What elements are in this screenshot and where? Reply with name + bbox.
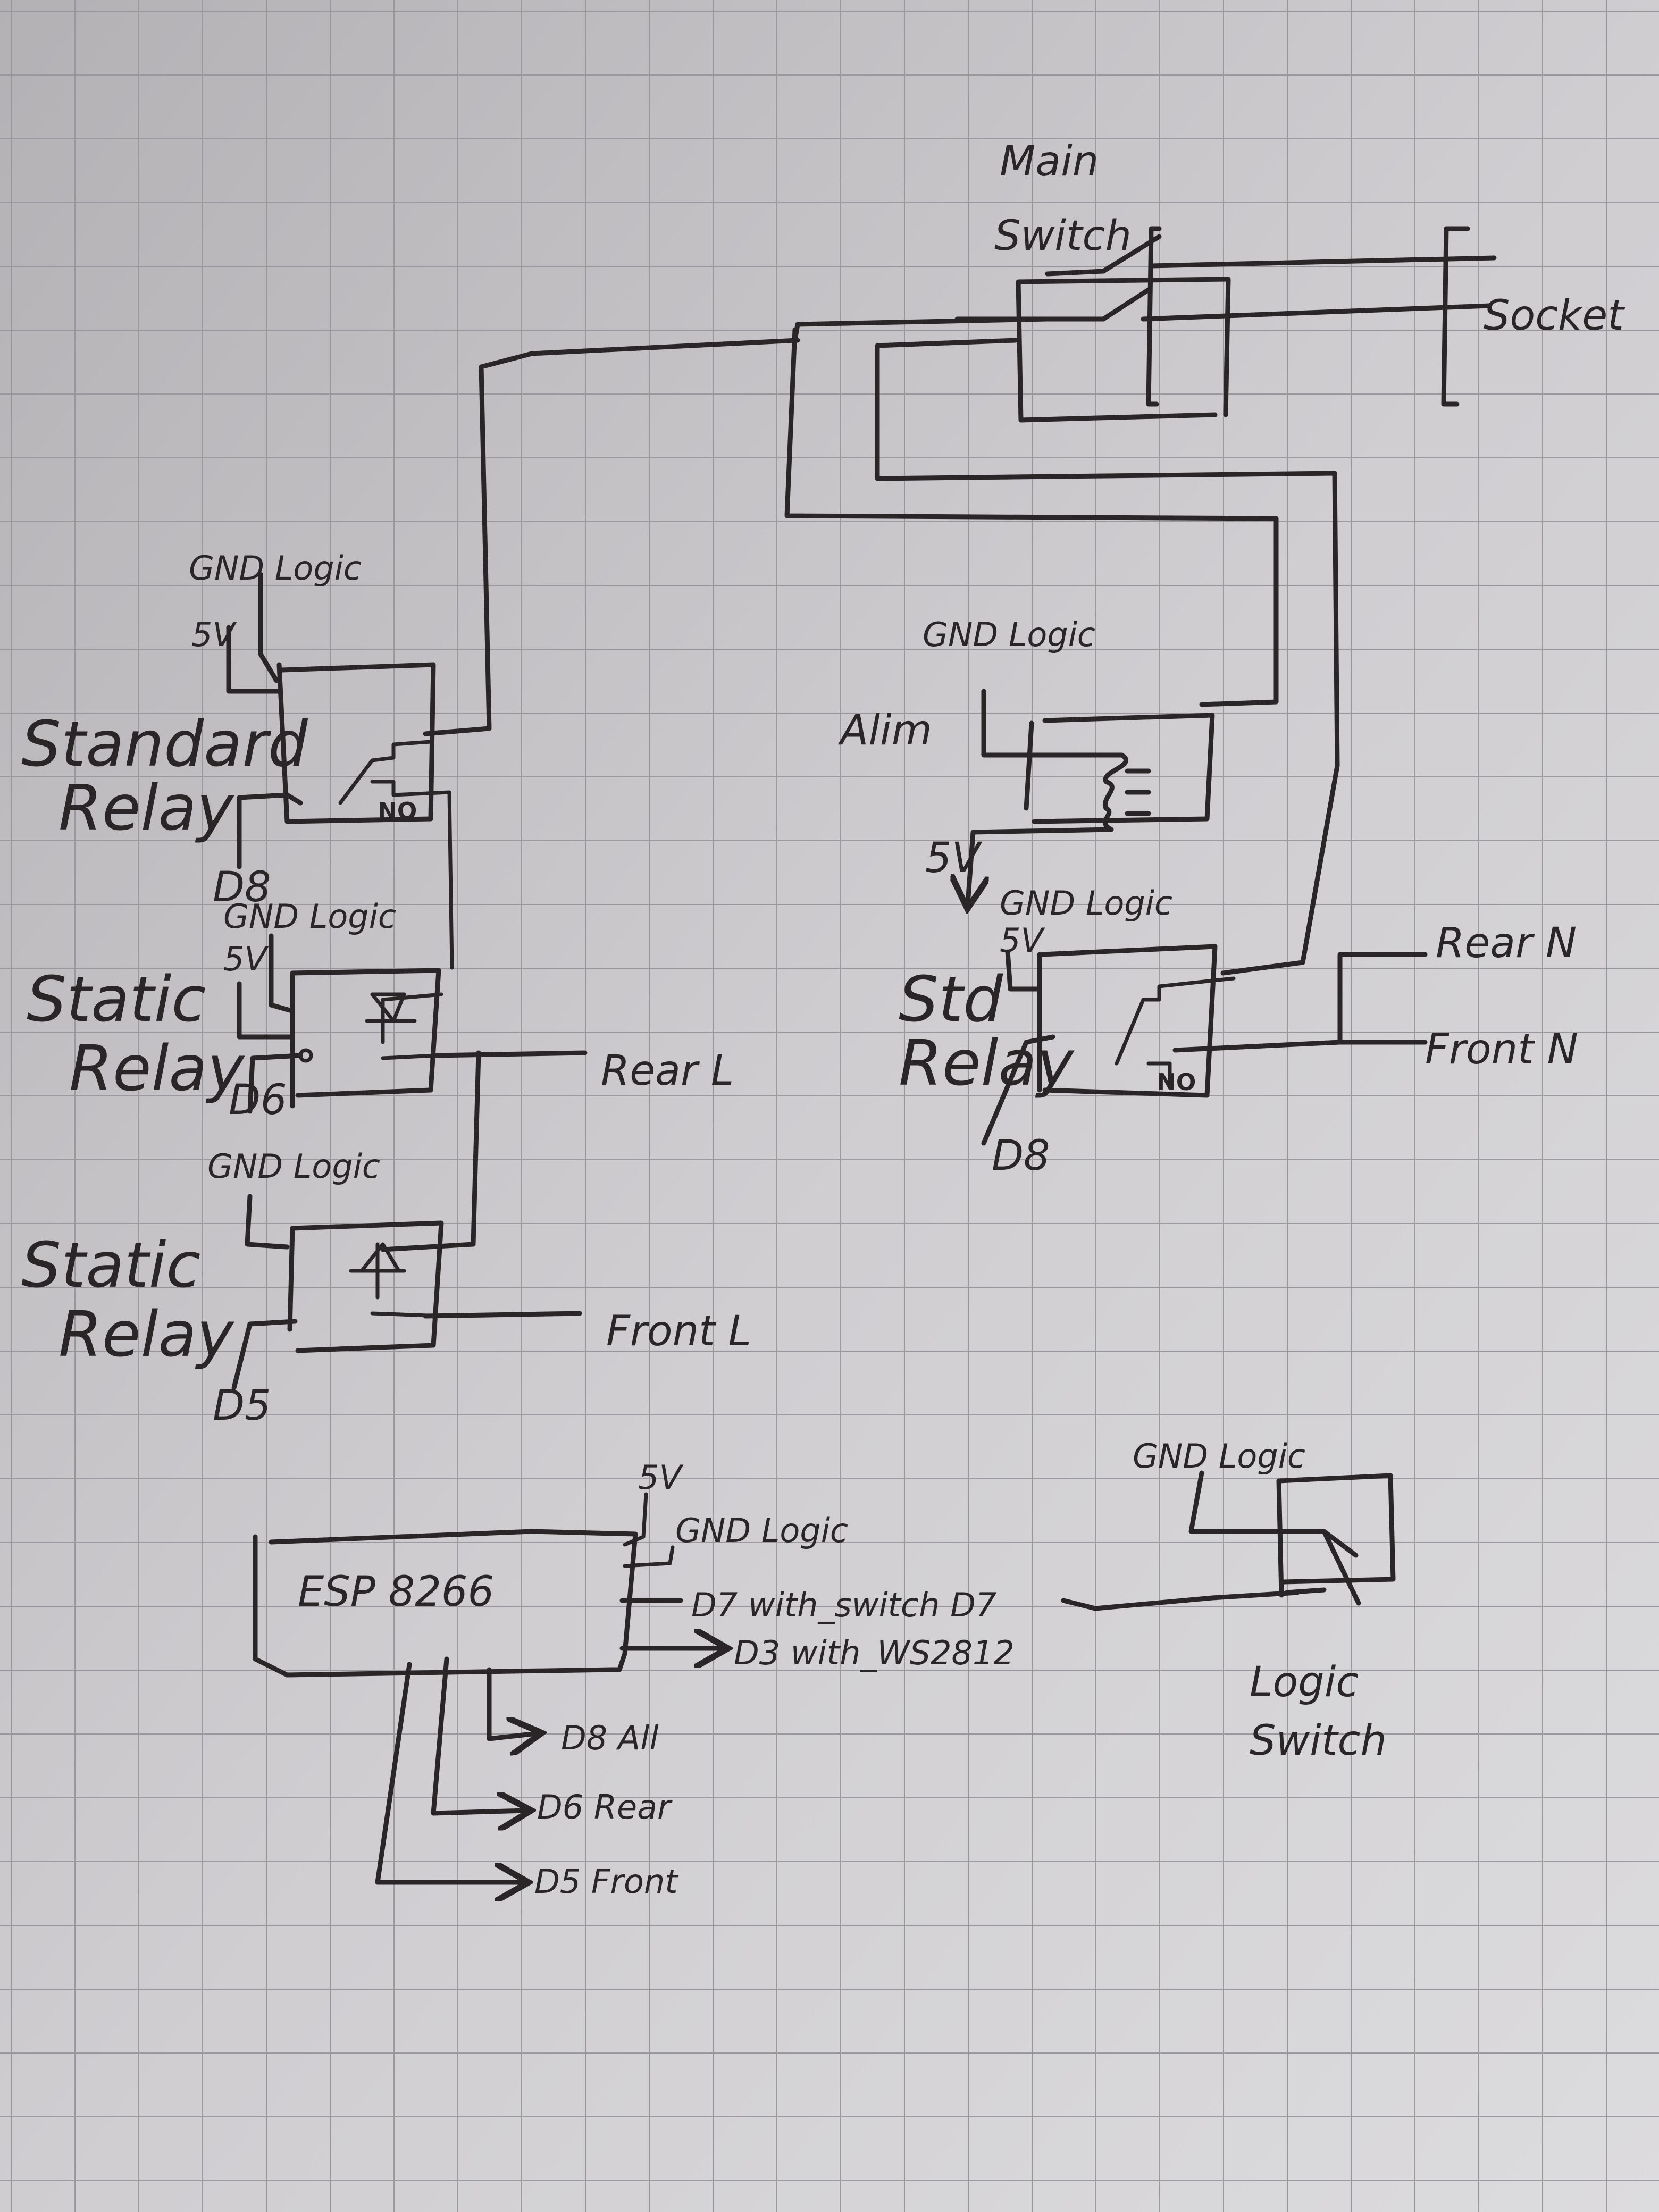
standard-relay-label-2: Relay [58, 771, 235, 844]
socket: Socket [1146, 226, 1625, 407]
std-relay-no-label: NO [1157, 1069, 1196, 1096]
std-relay-d8-label: D8 [992, 1132, 1050, 1180]
std-relay-signal-pin [981, 1034, 1055, 1146]
triac-icon [349, 1242, 443, 1318]
std-relay-gnd-label: GND Logic [1000, 884, 1172, 923]
standard-relay: GND Logic 5V Standard Relay NO D8 [21, 549, 454, 970]
standard-relay-no-label: NO [378, 798, 417, 825]
static-rear-d6-label: D6 [229, 1076, 287, 1124]
static-rear-label-2: Relay [69, 1032, 246, 1105]
esp-gnd-label: GND Logic [675, 1511, 848, 1550]
wire-rear-l [433, 1050, 588, 1058]
standard-relay-label-1: Standard [21, 707, 308, 781]
static-front-d5-label: D5 [213, 1382, 271, 1430]
main-switch: Main Switch [954, 138, 1497, 423]
esp-d5-label: D5 Front [534, 1862, 679, 1901]
standard-relay-d8-label: D8 [213, 864, 271, 911]
alim-5v-output [968, 827, 1114, 904]
front-l-label: Front L [606, 1308, 751, 1355]
rear-n-label: Rear N [1436, 919, 1577, 967]
relay-contact-icon [1115, 976, 1236, 1087]
socket-bracket [1146, 226, 1162, 407]
esp-d6-pin [431, 1656, 526, 1813]
standard-relay-gnd-label: GND Logic [189, 549, 362, 588]
std-relay-label-1: Std [899, 962, 1003, 1036]
wire-d7-to-logic-switch [1061, 1590, 1300, 1611]
logic-switch-label-2: Switch [1250, 1717, 1387, 1765]
wire-front-l [423, 1311, 582, 1319]
static-front-label-1: Static [21, 1228, 200, 1302]
logic-switch: GND Logic Logic Switch [1061, 1437, 1396, 1765]
static-relay-front: GND Logic Static Relay Front L D5 [21, 1050, 751, 1430]
esp8266-module: ESP 8266 5V GND Logic D7 with_switch D7 … [253, 1458, 1015, 1901]
rear-l-label: Rear L [601, 1047, 734, 1095]
relay-contact-icon [338, 740, 454, 970]
static-rear-signal-pin [247, 1053, 303, 1114]
main-switch-label-2: Switch [994, 212, 1132, 260]
logic-switch-gnd-label: GND Logic [1133, 1437, 1305, 1476]
main-switch-label-1: Main [1000, 138, 1099, 186]
static-rear-label-1: Static [27, 962, 206, 1036]
static-front-gnd-label: GND Logic [207, 1147, 380, 1186]
main-switch-pole-1 [1045, 234, 1497, 276]
esp-d5-pin [375, 1662, 524, 1882]
front-n-label: Front N [1425, 1026, 1578, 1074]
wire-neutral-loop [875, 338, 1340, 976]
main-switch-box [1016, 276, 1231, 423]
alim-gnd-logic-label: GND Logic [923, 615, 1095, 654]
static-front-signal-pin [231, 1319, 298, 1390]
esp-box [253, 1529, 638, 1678]
alim-box [1024, 713, 1215, 824]
esp-5v-label: 5V [638, 1458, 684, 1497]
std-relay-neutral: GND Logic 5V Std Relay NO Rear N Front N… [899, 884, 1578, 1180]
static-rear-gnd-label: GND Logic [223, 897, 396, 936]
esp-d6-label: D6 Rear [537, 1788, 673, 1826]
standard-relay-box [276, 662, 436, 824]
alim-5v-label: 5V [925, 834, 983, 882]
esp-d7-label: D7 with_switch D7 [691, 1586, 996, 1624]
alim-label: Alim [837, 707, 932, 755]
static-rear-box [290, 968, 441, 1109]
esp-label: ESP 8266 [298, 1568, 494, 1616]
triac-icon [365, 992, 443, 1060]
standard-relay-signal-pin [237, 792, 303, 869]
socket-label: Socket [1484, 292, 1625, 340]
esp-d8-label: D8 All [561, 1719, 659, 1757]
logic-switch-label-1: Logic [1250, 1658, 1359, 1706]
static-front-box [287, 1220, 444, 1353]
wire-rear-l-to-front-relay [380, 1050, 481, 1252]
static-front-label-2: Relay [58, 1297, 235, 1371]
logic-switch-box [1276, 1473, 1396, 1598]
wire-rear-n [1337, 952, 1428, 1045]
static-rear-5v-label: 5V [223, 940, 269, 978]
wire-live-to-alim [784, 327, 1279, 707]
alim-power-supply: Alim GND Logic 5V [837, 615, 1215, 904]
static-relay-rear: GND Logic 5V Static Relay Rear L D6 [27, 897, 734, 1124]
transformer-coil-icon [981, 689, 1151, 832]
esp-d3-label: D3 with_WS2812 [734, 1633, 1015, 1672]
std-relay-box [1037, 944, 1218, 1098]
esp-d8-pin [487, 1667, 537, 1739]
